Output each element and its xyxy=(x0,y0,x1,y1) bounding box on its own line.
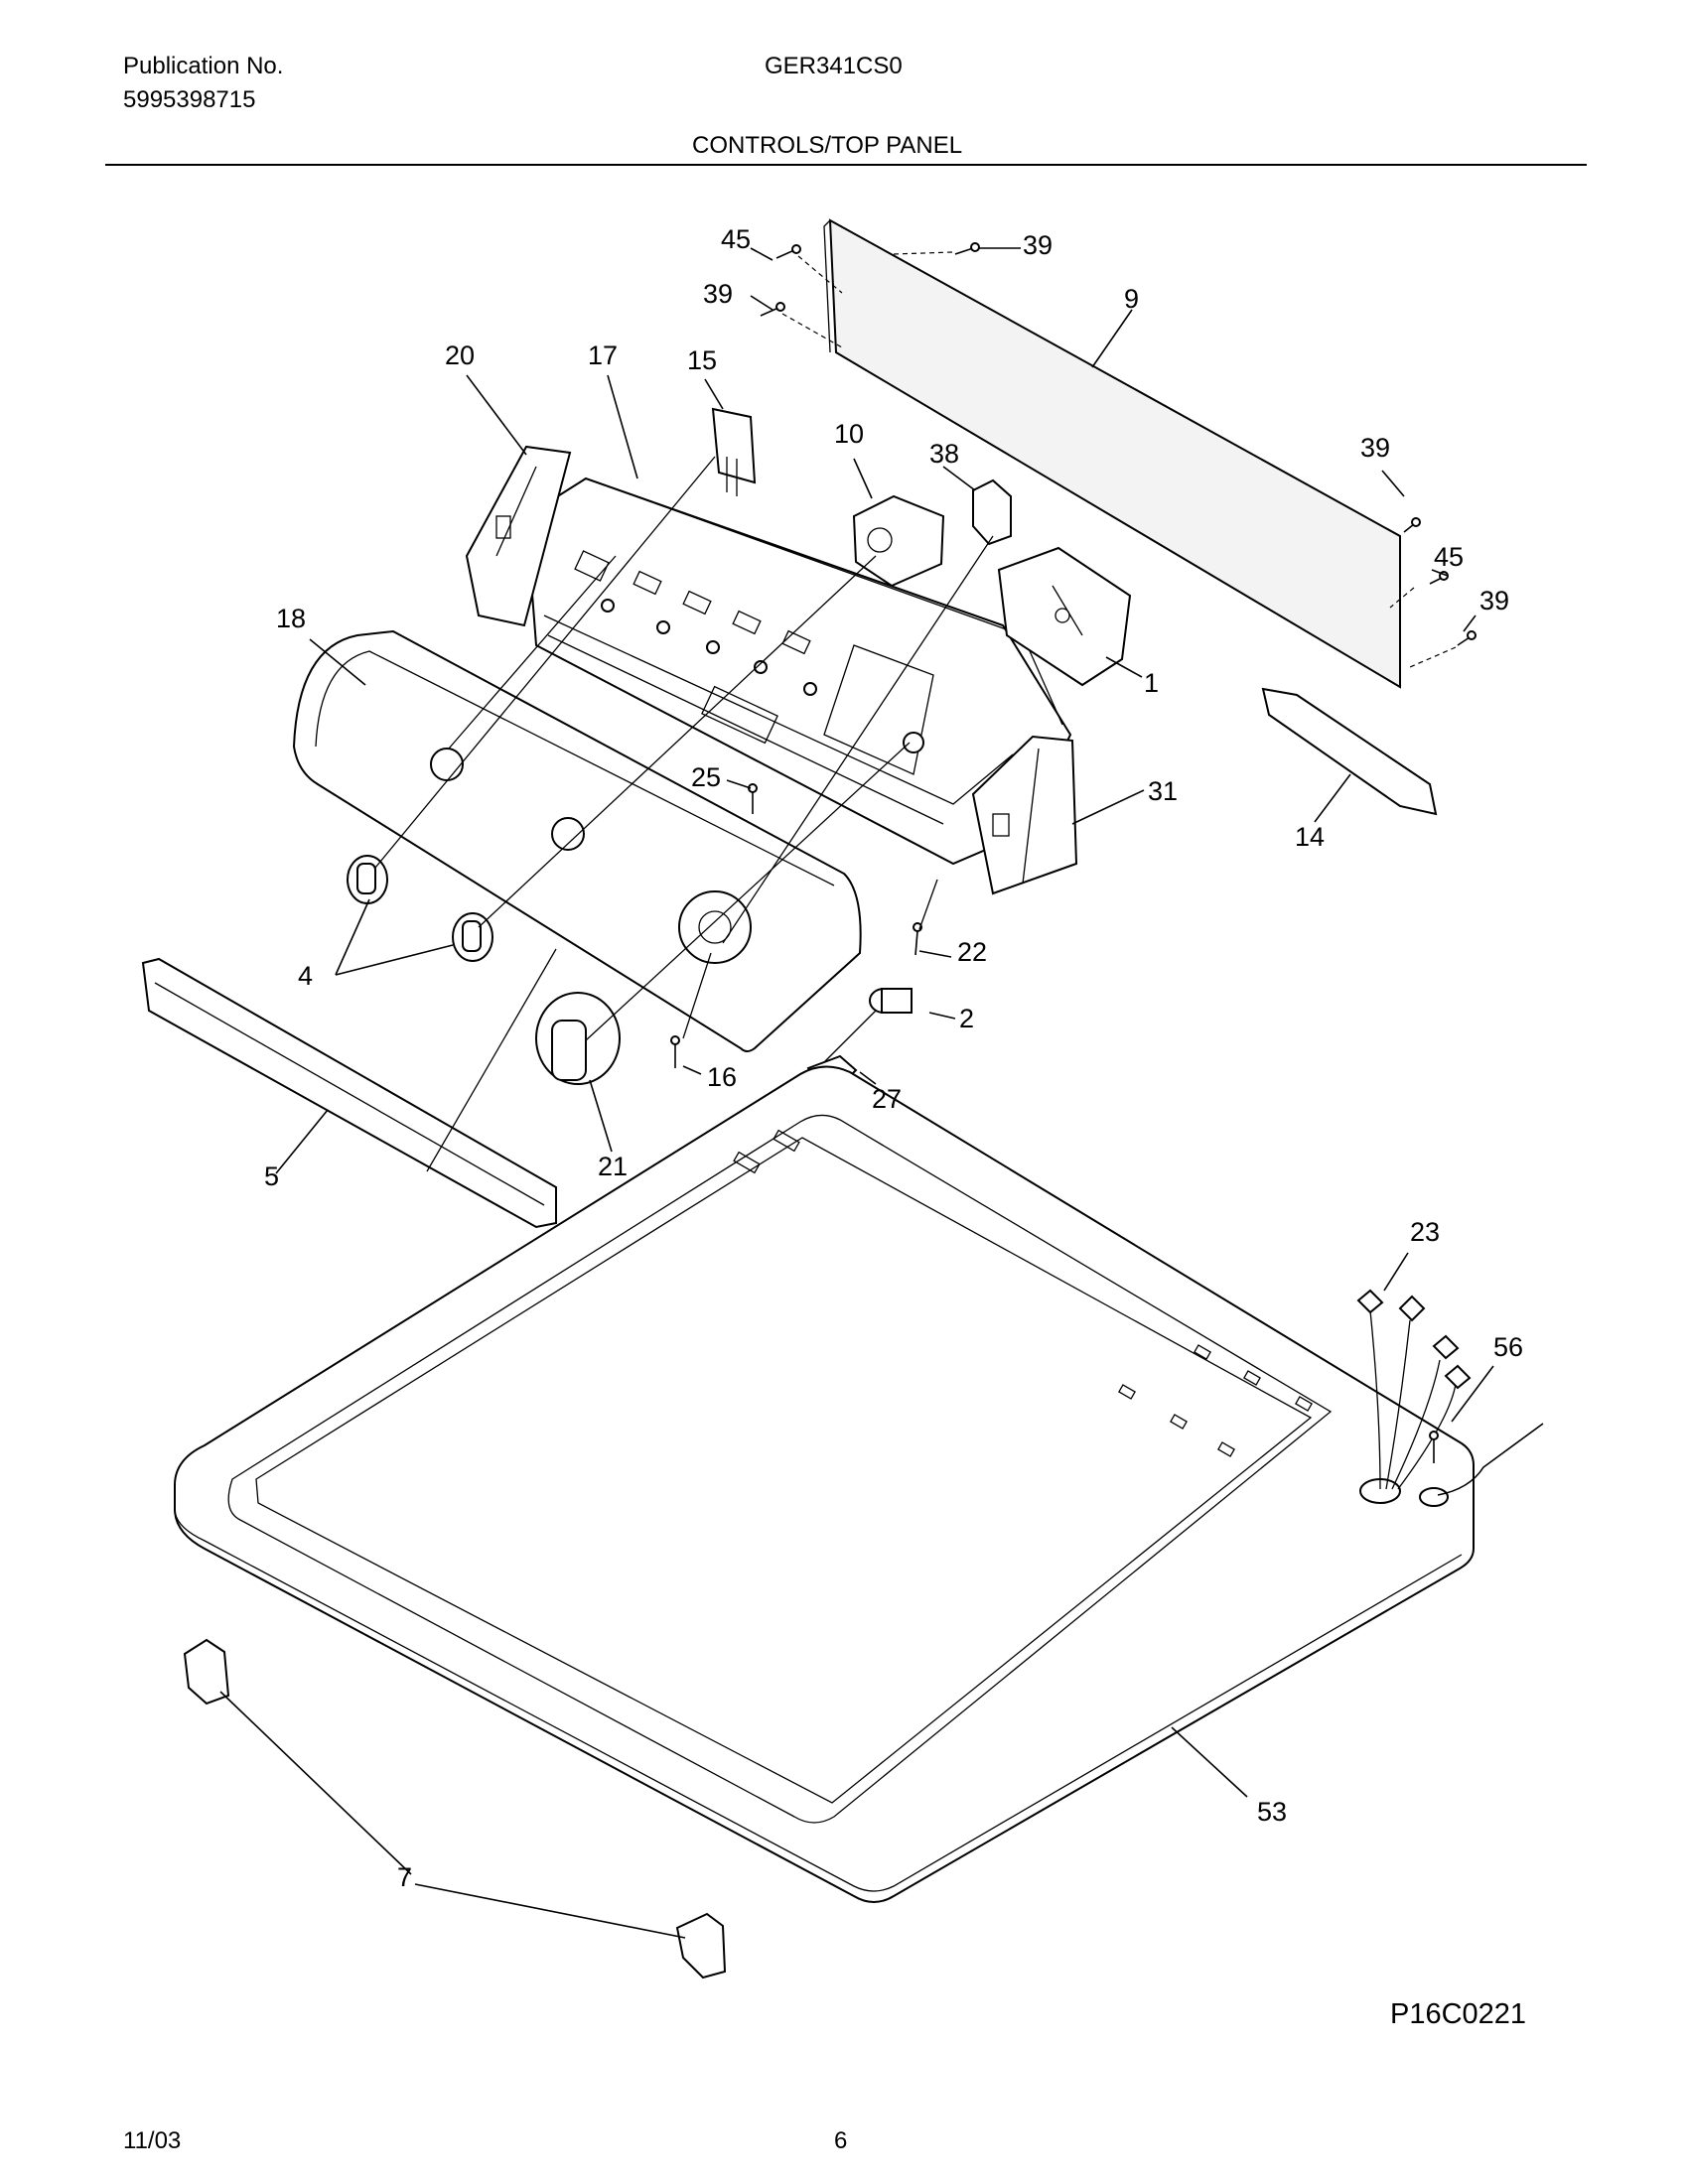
section-title: CONTROLS/TOP PANEL xyxy=(692,132,963,159)
publication-label: Publication No. xyxy=(123,53,284,79)
control-board-part-1 xyxy=(997,546,1132,687)
callout-22: 22 xyxy=(957,937,987,967)
end-cap-left-part-20 xyxy=(465,445,572,627)
knob-part-4-lower xyxy=(452,912,493,962)
callout-20: 20 xyxy=(445,341,475,370)
publication-number: 5995398715 xyxy=(123,86,256,113)
callout-39-top: 39 xyxy=(1023,230,1053,260)
callout-53: 53 xyxy=(1257,1797,1287,1827)
trim-strip-part-5 xyxy=(141,957,557,1229)
clip-part-7-upper xyxy=(183,1638,230,1706)
callout-labels: 1 2 4 5 7 9 10 14 15 16 17 18 20 21 22 2… xyxy=(264,224,1526,2030)
dial-knob-part-21 xyxy=(535,992,621,1085)
screw-set-rear-panel xyxy=(760,242,1477,668)
callout-25: 25 xyxy=(691,762,721,792)
callout-27: 27 xyxy=(872,1084,902,1114)
callout-9: 9 xyxy=(1124,284,1139,314)
callout-2: 2 xyxy=(959,1004,974,1033)
callout-39-right-lower: 39 xyxy=(1479,586,1509,615)
callout-39-left: 39 xyxy=(703,279,733,309)
callout-14: 14 xyxy=(1295,822,1325,852)
illustration-code: P16C0221 xyxy=(1390,1998,1526,2030)
model-number: GER341CS0 xyxy=(765,53,903,79)
bracket-part-14 xyxy=(1261,687,1438,816)
clip-part-7-lower xyxy=(675,1912,727,1979)
control-panel-part-18 xyxy=(292,629,862,1052)
callout-1: 1 xyxy=(1144,668,1159,698)
callout-7: 7 xyxy=(397,1862,412,1892)
callout-16: 16 xyxy=(707,1062,737,1092)
callout-45-right: 45 xyxy=(1434,542,1464,572)
callout-15: 15 xyxy=(687,345,717,375)
callout-21: 21 xyxy=(598,1152,628,1181)
callout-38: 38 xyxy=(929,439,959,469)
callout-39-right-upper: 39 xyxy=(1360,433,1390,463)
rear-panel-part-9 xyxy=(823,218,1401,689)
top-panel-part-53 xyxy=(174,1065,1475,1903)
knob-part-4-upper xyxy=(347,855,388,904)
page-number: 6 xyxy=(834,2127,848,2154)
callout-56: 56 xyxy=(1493,1332,1523,1362)
end-cap-right-part-31 xyxy=(971,735,1078,895)
callout-10: 10 xyxy=(834,419,864,449)
timer-part-10 xyxy=(852,494,945,588)
callout-5: 5 xyxy=(264,1161,279,1191)
wire-part-56 xyxy=(1429,1423,1544,1496)
control-console-part-17 xyxy=(524,477,1072,866)
leader-lines xyxy=(219,247,1494,1939)
callout-31: 31 xyxy=(1148,776,1178,806)
header-rule xyxy=(105,164,1587,166)
callout-45-top: 45 xyxy=(721,224,751,254)
footer-date: 11/03 xyxy=(123,2127,182,2154)
switch-part-15 xyxy=(711,407,757,496)
wire-harness-part-23 xyxy=(1356,1289,1472,1490)
callout-17: 17 xyxy=(588,341,618,370)
callout-23: 23 xyxy=(1410,1217,1440,1247)
callout-4: 4 xyxy=(298,961,313,991)
component-part-38 xyxy=(972,478,1012,546)
callout-18: 18 xyxy=(276,604,306,633)
